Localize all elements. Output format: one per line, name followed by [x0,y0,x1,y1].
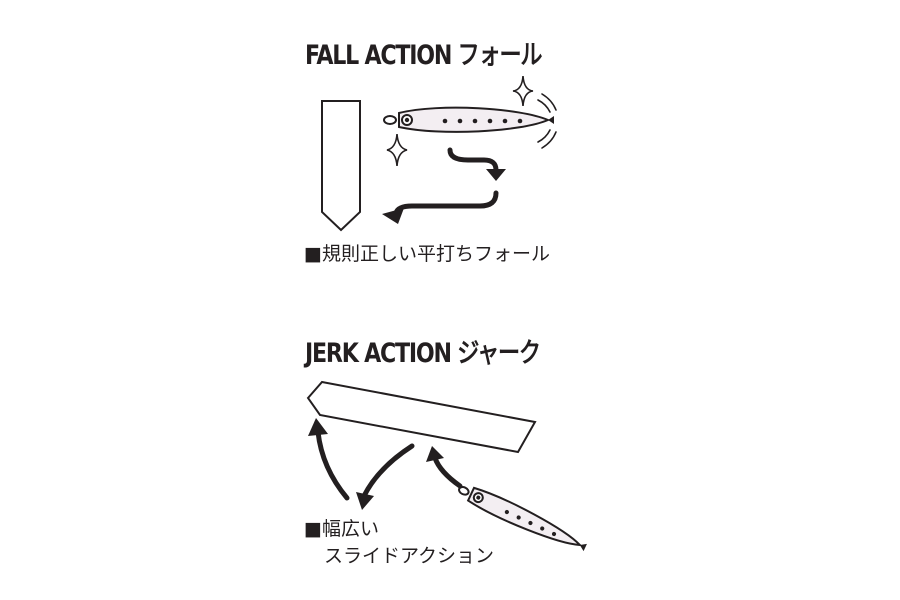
jerk-lure-icon [458,486,587,552]
fall-action-heading: FALL ACTION フォール [305,40,543,71]
jerk-jig-tilted-outline [306,380,537,454]
jerk-arrow-up-left [315,429,350,501]
jerk-arrow-up [432,455,463,489]
jerk-arrow-down-left [361,443,415,499]
arrowhead-icon [382,208,404,224]
fall-jig-vertical-outline [321,100,361,232]
jerk-action-heading: JERK ACTION ジャーク [305,338,541,369]
fall-arrow-right [447,147,499,173]
arrowhead-icon [426,446,444,462]
arrowhead-icon [356,492,374,510]
vibration-marks-icon [537,93,557,149]
arrowhead-icon [486,169,506,181]
arrowhead-icon [308,418,328,436]
jerk-action-caption-line1: ■幅広い [304,518,379,540]
fall-lure-icon [383,106,554,133]
fall-action-caption: ■規則正しい平打ちフォール [304,243,550,265]
sparkle-icon [512,75,534,107]
fall-arrow-left [393,190,499,216]
sparkle-icon [386,133,408,167]
jerk-action-caption-line2: スライドアクション [324,545,495,567]
